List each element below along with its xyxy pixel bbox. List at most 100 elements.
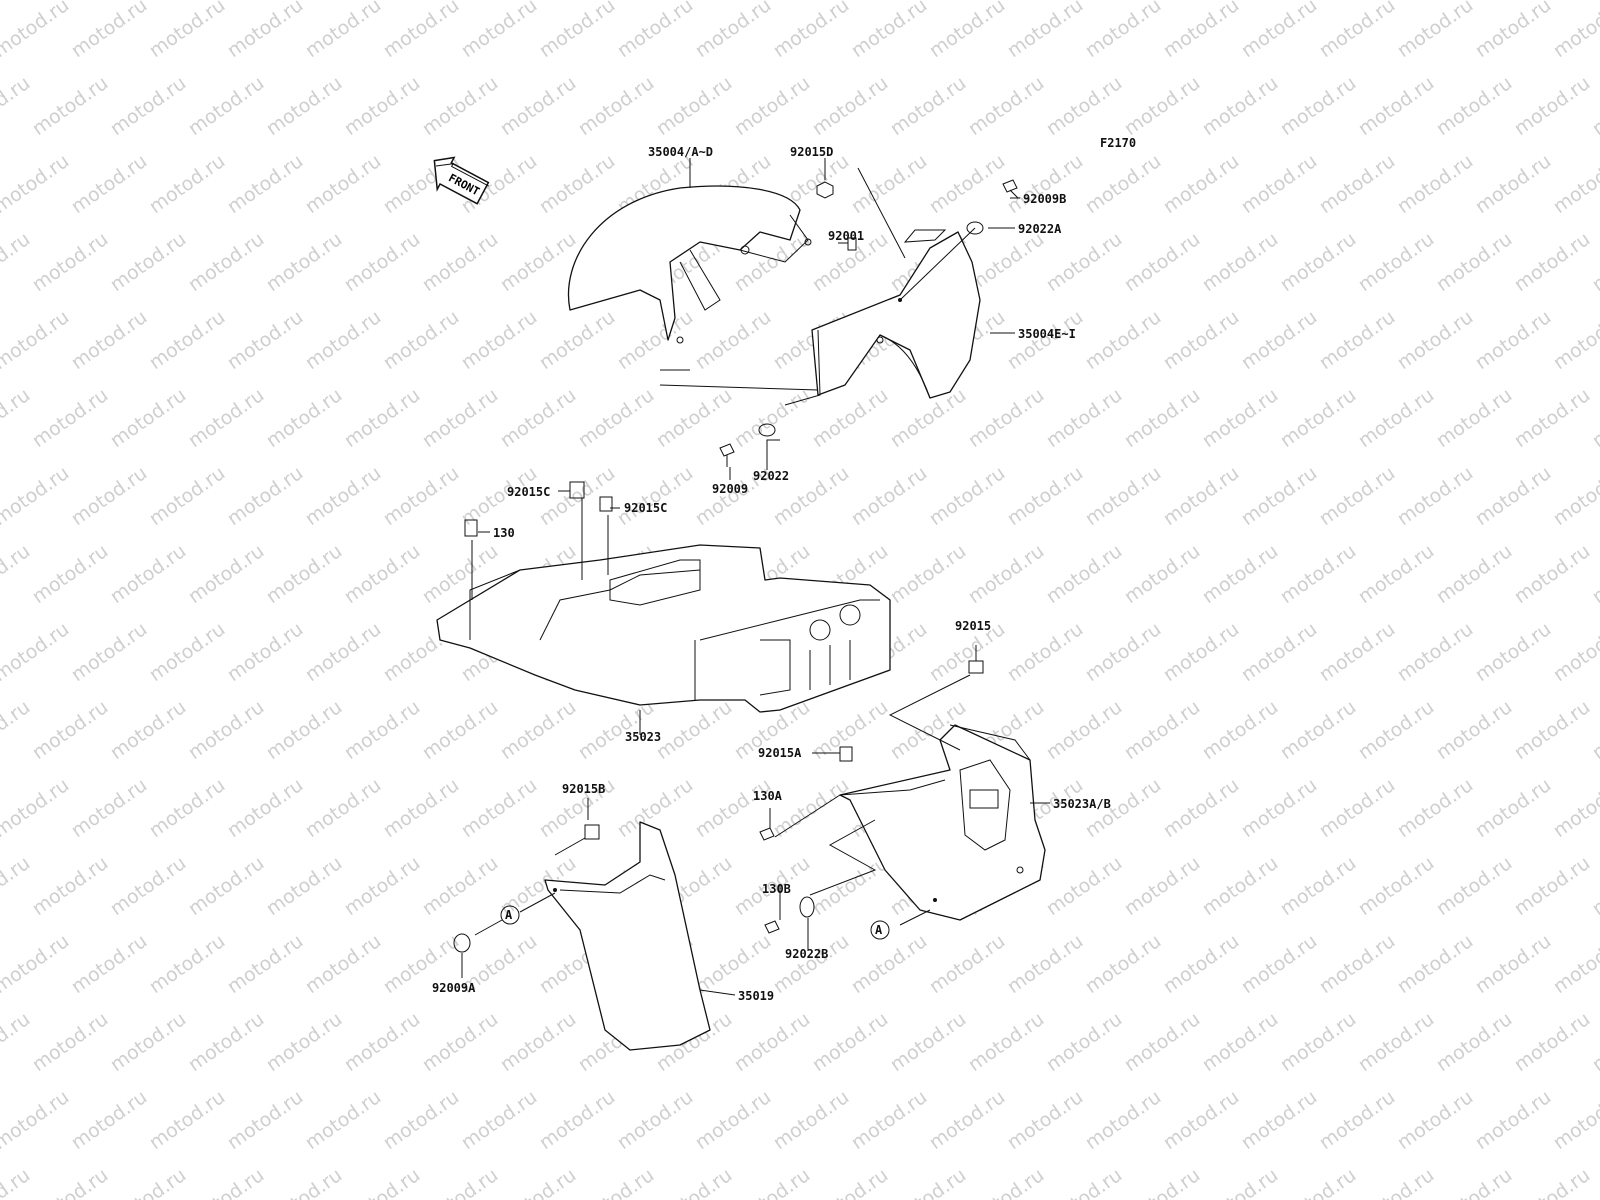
watermark-text: motod.ru bbox=[0, 0, 73, 62]
watermark-text: motod.ru bbox=[964, 72, 1048, 140]
watermark-text: motod.ru bbox=[1081, 150, 1165, 218]
watermark-text: motod.ru bbox=[1276, 228, 1360, 296]
watermark-text: motod.ru bbox=[340, 384, 424, 452]
watermark-text: motod.ru bbox=[0, 462, 73, 530]
watermark-text: motod.ru bbox=[1432, 540, 1516, 608]
label-35004e-i: 35004E~I bbox=[1018, 327, 1076, 341]
watermark-text: motod.ru bbox=[808, 72, 892, 140]
watermark-text: motod.ru bbox=[1081, 462, 1165, 530]
label-92015b: 92015B bbox=[562, 782, 605, 796]
label-92015a: 92015A bbox=[758, 746, 802, 760]
watermark-text: motod.ru bbox=[1393, 930, 1477, 998]
watermark-text: motod.ru bbox=[1432, 852, 1516, 920]
watermark-text: motod.ru bbox=[886, 72, 970, 140]
watermark-text: motod.ru bbox=[145, 0, 229, 62]
watermark-text: motod.ru bbox=[1042, 1008, 1126, 1076]
watermark-text: motod.ru bbox=[418, 72, 502, 140]
watermark-text: motod.ru bbox=[106, 1164, 190, 1200]
watermark-text: motod.ru bbox=[1237, 306, 1321, 374]
watermark-text: motod.ru bbox=[808, 1008, 892, 1076]
watermark-text: motod.ru bbox=[340, 1008, 424, 1076]
watermark-text: motod.ru bbox=[1510, 1164, 1594, 1200]
watermark-text: motod.ru bbox=[769, 774, 853, 842]
watermark-text: motod.ru bbox=[1042, 852, 1126, 920]
watermark-text: motod.ru bbox=[184, 540, 268, 608]
watermark-text: motod.ru bbox=[1159, 150, 1243, 218]
watermark-text: motod.ru bbox=[1198, 540, 1282, 608]
watermark-text: motod.ru bbox=[106, 1008, 190, 1076]
watermark-text: motod.ru bbox=[262, 72, 346, 140]
watermark-text: motod.ru bbox=[1276, 72, 1360, 140]
watermark-text: motod.ru bbox=[1120, 540, 1204, 608]
watermark-text: motod.ru bbox=[262, 384, 346, 452]
watermark-text: motod.ru bbox=[184, 384, 268, 452]
watermark-text: motod.ru bbox=[184, 72, 268, 140]
label-35019: 35019 bbox=[738, 989, 774, 1003]
watermark-text: motod.ru bbox=[1042, 1164, 1126, 1200]
watermark-text: motod.ru bbox=[184, 228, 268, 296]
watermark-text: motod.ru bbox=[0, 228, 34, 296]
watermark-text: motod.ru bbox=[1042, 384, 1126, 452]
watermark-text: motod.ru bbox=[1120, 228, 1204, 296]
watermark-text: motod.ru bbox=[67, 774, 151, 842]
watermark-text: motod.ru bbox=[1237, 150, 1321, 218]
watermark-text: motod.ru bbox=[1159, 0, 1243, 62]
watermark-text: motod.ru bbox=[28, 72, 112, 140]
label-92009a: 92009A bbox=[432, 981, 476, 995]
watermark-text: motod.ru bbox=[1120, 72, 1204, 140]
watermark-text: motod.ru bbox=[1549, 306, 1600, 374]
watermark-text: motod.ru bbox=[1276, 384, 1360, 452]
watermark-text: motod.ru bbox=[964, 540, 1048, 608]
watermark-text: motod.ru bbox=[730, 1164, 814, 1200]
watermark-text: motod.ru bbox=[0, 1086, 73, 1154]
watermark-text: motod.ru bbox=[1315, 618, 1399, 686]
watermark-text: motod.ru bbox=[301, 150, 385, 218]
watermark-text: motod.ru bbox=[223, 306, 307, 374]
watermark-text: motod.ru bbox=[1042, 72, 1126, 140]
watermark-text: motod.ru bbox=[1588, 852, 1600, 920]
watermark-text: motod.ru bbox=[223, 0, 307, 62]
callout-a-left: A bbox=[500, 905, 520, 925]
watermark-text: motod.ru bbox=[0, 618, 73, 686]
watermark-text: motod.ru bbox=[1198, 696, 1282, 764]
label-35023: 35023 bbox=[625, 730, 661, 744]
watermark-text: motod.ru bbox=[184, 852, 268, 920]
watermark-text: motod.ru bbox=[886, 540, 970, 608]
watermark-text: motod.ru bbox=[574, 72, 658, 140]
watermark-text: motod.ru bbox=[1354, 72, 1438, 140]
watermark-text: motod.ru bbox=[1471, 930, 1555, 998]
watermark-text: motod.ru bbox=[1354, 696, 1438, 764]
watermark-text: motod.ru bbox=[457, 0, 541, 62]
watermark-text: motod.ru bbox=[1393, 462, 1477, 530]
watermark-text: motod.ru bbox=[925, 930, 1009, 998]
watermark-text: motod.ru bbox=[1588, 540, 1600, 608]
watermark-text: motod.ru bbox=[1510, 852, 1594, 920]
watermark-text: motod.ru bbox=[769, 0, 853, 62]
watermark-text: motod.ru bbox=[1354, 228, 1438, 296]
watermark-text: motod.ru bbox=[1471, 0, 1555, 62]
watermark-text: motod.ru bbox=[847, 0, 931, 62]
watermark-text: motod.ru bbox=[262, 852, 346, 920]
watermark-text: motod.ru bbox=[1315, 0, 1399, 62]
watermark-text: motod.ru bbox=[1159, 774, 1243, 842]
watermark-text: motod.ru bbox=[28, 852, 112, 920]
watermark-text: motod.ru bbox=[925, 0, 1009, 62]
watermark-text: motod.ru bbox=[67, 150, 151, 218]
watermark-text: motod.ru bbox=[145, 462, 229, 530]
label-92009b: 92009B bbox=[1023, 192, 1066, 206]
watermark-text: motod.ru bbox=[1432, 384, 1516, 452]
watermark-text: motod.ru bbox=[925, 462, 1009, 530]
watermark-text: motod.ru bbox=[1159, 930, 1243, 998]
watermark-text: motod.ru bbox=[1198, 1164, 1282, 1200]
watermark-text: motod.ru bbox=[1276, 1008, 1360, 1076]
watermark-text: motod.ru bbox=[886, 1164, 970, 1200]
watermark-text: motod.ru bbox=[67, 1086, 151, 1154]
watermark-text: motod.ru bbox=[1432, 1164, 1516, 1200]
watermark-text: motod.ru bbox=[1237, 930, 1321, 998]
watermark-text: motod.ru bbox=[1510, 228, 1594, 296]
callout-a-right: A bbox=[870, 920, 890, 940]
rear-fender-upper bbox=[811, 229, 981, 399]
watermark-text: motod.ru bbox=[1198, 384, 1282, 452]
watermark-text: motod.ru bbox=[1276, 1164, 1360, 1200]
front-fender bbox=[567, 185, 812, 344]
